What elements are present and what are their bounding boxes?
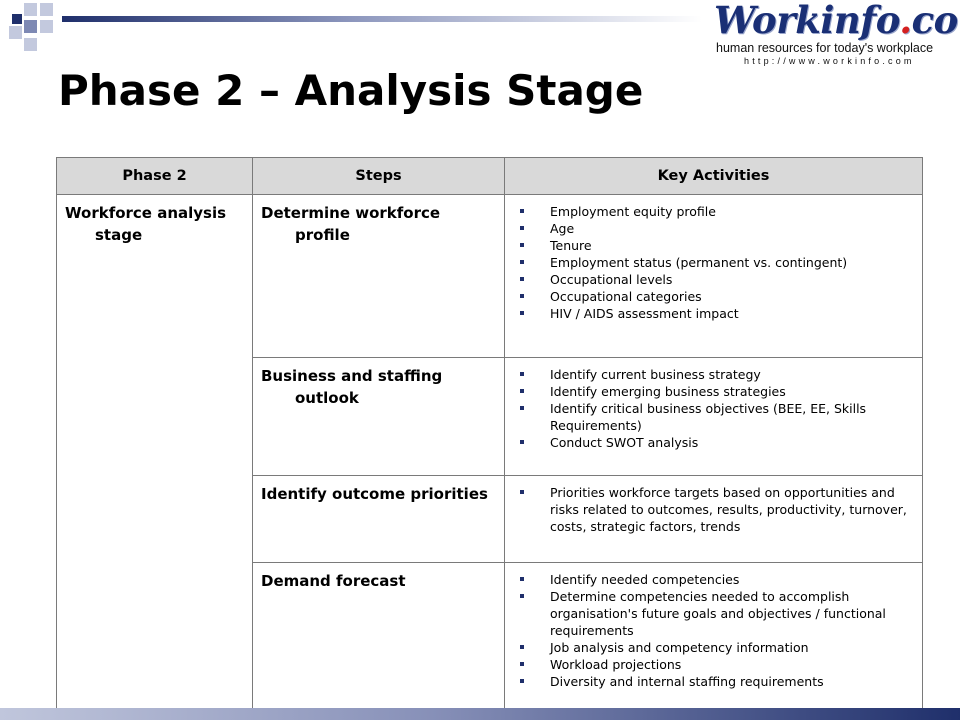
decor-square-navy — [12, 14, 22, 24]
phase-label-cell: Workforce analysis stage — [56, 194, 253, 715]
logo-wordmark: Workinfo.com — [714, 0, 960, 42]
activity-item: Employment status (permanent vs. conting… — [520, 254, 915, 271]
table-row: Demand forecast Identify needed competenc… — [57, 562, 923, 715]
table-row: Identify outcome priorities Priorities wo… — [57, 475, 923, 563]
step-cell: Demand forecast — [252, 562, 505, 715]
activity-item: Job analysis and competency information — [520, 639, 915, 656]
decor-square-light — [40, 20, 53, 33]
step-label: Identify outcome priorities — [261, 485, 488, 503]
column-header-steps: Steps — [252, 157, 505, 195]
step-label: Business and staffing outlook — [261, 367, 443, 407]
decor-square-light — [24, 3, 37, 16]
bottom-accent-bar — [0, 708, 960, 720]
table-body: Workforce analysis stage Determine workfo… — [56, 194, 923, 715]
step-label: Determine workforce profile — [261, 204, 441, 244]
activity-item: Determine competencies needed to accompl… — [520, 588, 915, 639]
activity-item: Identify critical business objectives (B… — [520, 400, 915, 434]
logo-url: http://www.workinfo.com — [744, 56, 915, 66]
phase-label: Workforce analysis stage — [65, 204, 227, 244]
step-cell: Determine workforce profile — [252, 194, 505, 358]
activity-item: Conduct SWOT analysis — [520, 434, 915, 451]
activity-item: Workload projections — [520, 656, 915, 673]
decor-square-mid — [24, 20, 37, 33]
page-title: Phase 2 – Analysis Stage — [58, 66, 644, 115]
decor-square-light — [40, 3, 53, 16]
activity-item: Priorities workforce targets based on op… — [520, 484, 915, 535]
activity-list: Priorities workforce targets based on op… — [506, 477, 921, 537]
column-header-key-activities: Key Activities — [504, 157, 923, 195]
activity-item: Identify emerging business strategies — [520, 383, 915, 400]
step-cell: Identify outcome priorities — [252, 475, 505, 563]
activities-cell: Priorities workforce targets based on op… — [504, 475, 923, 563]
activity-item: Diversity and internal staffing requirem… — [520, 673, 915, 690]
table-header-row: Phase 2 Steps Key Activities — [56, 157, 923, 195]
table-row: Business and staffing outlook Identify cu… — [57, 357, 923, 476]
activity-item: Age — [520, 220, 915, 237]
logo-tagline: human resources for today's workplace — [716, 41, 934, 55]
activity-item: HIV / AIDS assessment impact — [520, 305, 915, 322]
step-label: Demand forecast — [261, 572, 406, 590]
activity-item: Tenure — [520, 237, 915, 254]
decor-square-light — [9, 26, 22, 39]
workinfo-logo: Workinfo.com human resources for today's… — [708, 0, 960, 72]
activity-item: Identify needed competencies — [520, 571, 915, 588]
activity-item: Occupational categories — [520, 288, 915, 305]
step-cell: Business and staffing outlook — [252, 357, 505, 476]
column-header-phase: Phase 2 — [56, 157, 253, 195]
activity-item: Identify current business strategy — [520, 366, 915, 383]
top-accent-bar — [62, 16, 702, 22]
analysis-stage-table: Phase 2 Steps Key Activities Workforce a… — [56, 157, 923, 715]
activity-item: Occupational levels — [520, 271, 915, 288]
activity-item: Employment equity profile — [520, 203, 915, 220]
decor-square-light — [24, 38, 37, 51]
table-row: Workforce analysis stage Determine workfo… — [56, 194, 923, 715]
